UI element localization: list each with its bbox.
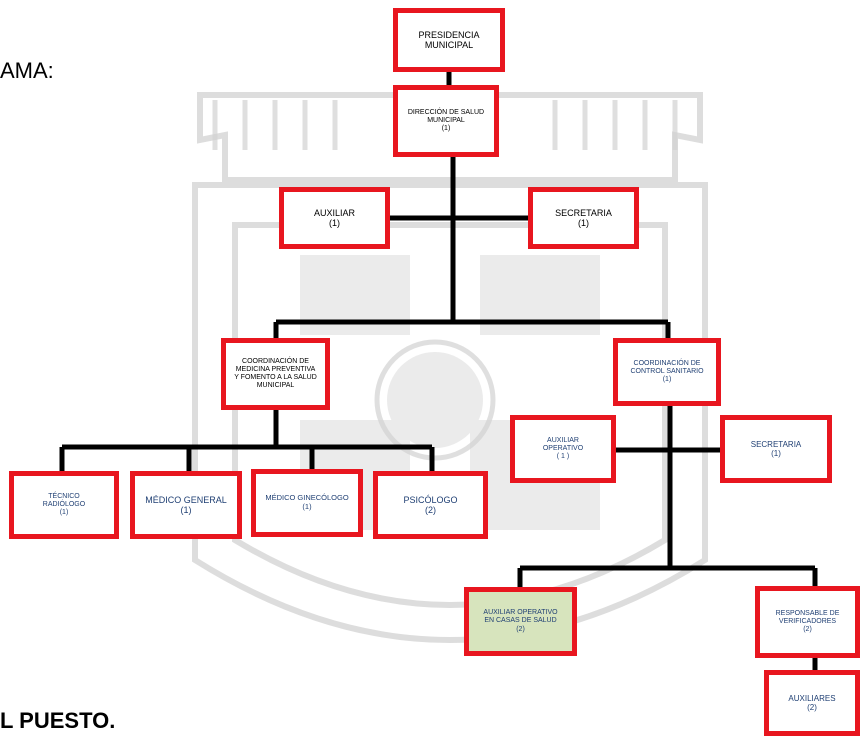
node-responsable-verificadores: RESPONSABLE DE VERIFICADORES(2): [755, 586, 860, 658]
node-presidencia-municipal: PRESIDENCIA MUNICIPAL: [393, 8, 505, 72]
node-secretaria-control-sanitario: SECRETARIA(1): [720, 415, 832, 483]
section-heading-fragment: AMA:: [0, 58, 54, 83]
node-secretaria: SECRETARIA(1): [528, 187, 639, 249]
node-auxiliar-operativo-casas-salud: AUXILIAR OPERATIVO EN CASAS DE SALUD(2): [464, 587, 577, 656]
node-medico-general: MÉDICO GENERAL(1): [130, 471, 242, 539]
node-direccion-salud-municipal: DIRECCIÓN DE SALUD MUNICIPAL(1): [393, 85, 499, 157]
section-title-fragment: L PUESTO.: [0, 708, 116, 733]
node-medico-ginecologo: MÉDICO GINECÓLOGO(1): [251, 469, 363, 537]
node-auxiliar-operativo: AUXILIAR OPERATIVO( 1 ): [510, 415, 616, 483]
node-psicologo: PSICÓLOGO(2): [373, 471, 488, 539]
node-auxiliar: AUXILIAR(1): [279, 187, 390, 249]
node-coordinacion-control-sanitario: COORDINACIÓN DE CONTROL SANITARIO(1): [613, 338, 721, 406]
node-auxiliares: AUXILIARES(2): [764, 670, 860, 736]
node-coordinacion-medicina-preventiva: COORDINACIÓN DE MEDICINA PREVENTIVA Y FO…: [221, 338, 330, 410]
node-tecnico-radiologo: TÉCNICO RADIÓLOGO(1): [9, 471, 119, 539]
